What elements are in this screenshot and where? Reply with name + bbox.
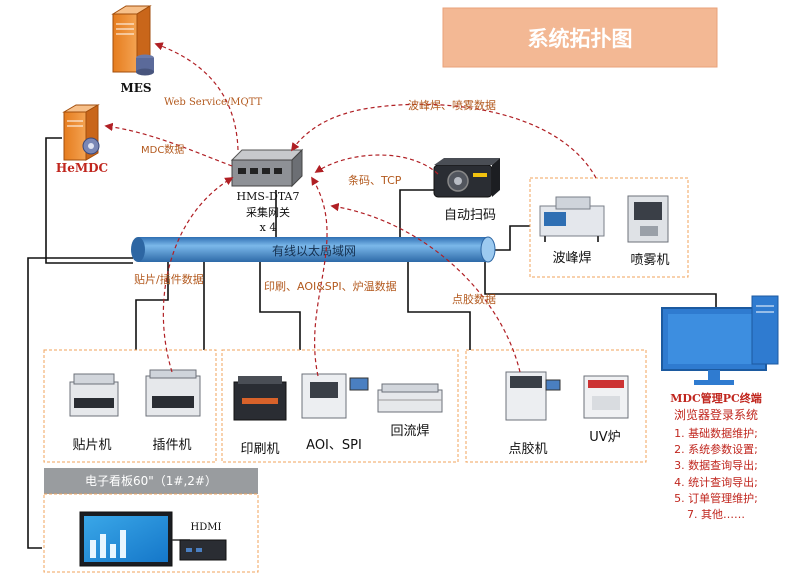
aoi-label: AOI、SPI [306,438,362,453]
uv-oven-label: UV炉 [589,430,620,445]
title-box: 系统拓扑图 [442,7,718,68]
terminal-item: 5. 订单管理维护; [674,491,758,505]
gateway-model: HMS-DTA7 [236,190,299,203]
terminal-item: 7. 其他…… [687,508,745,521]
terminal-item: 3. 数据查询导出; [674,458,758,472]
terminal-subtitle: 浏览器登录系统 [674,407,758,422]
flow-mes-arrow [154,42,239,151]
flow-mdc-label: MDC数据 [141,143,184,156]
hemdc-link [45,137,133,264]
pc-terminal: MDC管理PC终端 浏览器登录系统 1. 基础数据维护; 2. 系统参数设置; … [661,295,779,521]
terminal-item: 1. 基础数据维护; [674,426,758,440]
gateway-qty: x 4 [260,221,277,234]
hemdc-server: HeMDC [56,104,108,175]
flow-dispense-label: 点胶数据 [452,292,496,306]
flow-web-service-label: Web Service/MQTT [164,97,263,108]
smt-link-a [135,262,169,350]
board-title: 电子看板60"（1#,2#） [85,474,217,488]
uv-oven-machine [583,375,629,419]
print-aoi-group: 印刷机 AOI、SPI 回流焊 [221,349,459,463]
scanner-label: 自动扫码 [444,208,496,223]
flow-print-label: 印刷、AOI&SPI、炉温数据 [264,279,397,293]
terminal-item: 4. 统计查询导出; [674,475,758,489]
reflow-machine [377,383,443,413]
dispenser-label: 点胶机 [508,441,547,457]
flow-barcode-label: 条码、TCP [348,173,402,187]
scanner-device: 自动扫码 [433,158,500,223]
spray-label: 喷雾机 [630,253,669,268]
printer-label: 印刷机 [240,442,279,457]
flow-wave-arrow [291,103,597,179]
page-title: 系统拓扑图 [528,27,633,51]
network-wiring [27,137,717,549]
terminal-item: 2. 系统参数设置; [674,442,758,456]
mounter-label: 贴片机 [72,438,111,453]
inserter-label: 插件机 [152,438,191,453]
flow-scanner-arrow [314,154,439,175]
flow-print-arrow [311,176,328,377]
reflow-label: 回流焊 [390,423,429,439]
hemdc-label: HeMDC [56,161,108,175]
mounter-machine [69,373,119,417]
aoi-machine [301,373,369,419]
flow-smt-label: 贴片/插件数据 [134,272,204,286]
board-link [27,257,133,549]
scanner-link [399,189,445,237]
wave-solder-machine [539,196,605,242]
board-panel: 电子看板60"（1#,2#） HDMI [43,468,259,573]
print-link [259,262,301,350]
gateway-device: HMS-DTA7 采集网关 x 4 [230,148,304,234]
inserter-machine [145,369,201,417]
flow-smt-arrow [162,177,234,373]
dispense-link [407,262,471,350]
terminal-title: MDC管理PC终端 [670,391,762,405]
printer-machine [233,376,287,421]
mes-server: MES [111,5,154,95]
network-pipe: 有线以太局域网 [131,236,496,263]
wave-solder-label: 波峰焊 [552,250,591,266]
flow-labels: Web Service/MQTT MDC数据 波峰焊、喷雾数据 条码、TCP 贴… [134,97,496,306]
mini-pc [179,539,227,561]
flow-wave-label: 波峰焊、喷雾数据 [408,98,496,112]
network-label: 有线以太局域网 [272,243,356,258]
mes-label: MES [120,81,151,95]
dispenser-machine [505,371,561,421]
flow-hemdc-arrow [104,122,233,167]
dispense-group: 点胶机 UV炉 [465,349,647,463]
smt-group: 贴片机 插件机 [43,349,217,463]
gateway-name: 采集网关 [246,205,290,219]
pc-link [484,262,717,308]
data-flows [104,42,597,377]
hdmi-label: HDMI [191,522,222,533]
wave-spray-group: 波峰焊 喷雾机 [529,177,689,278]
wave-link [494,225,530,251]
board-screen [79,511,173,567]
spray-machine [627,195,669,243]
